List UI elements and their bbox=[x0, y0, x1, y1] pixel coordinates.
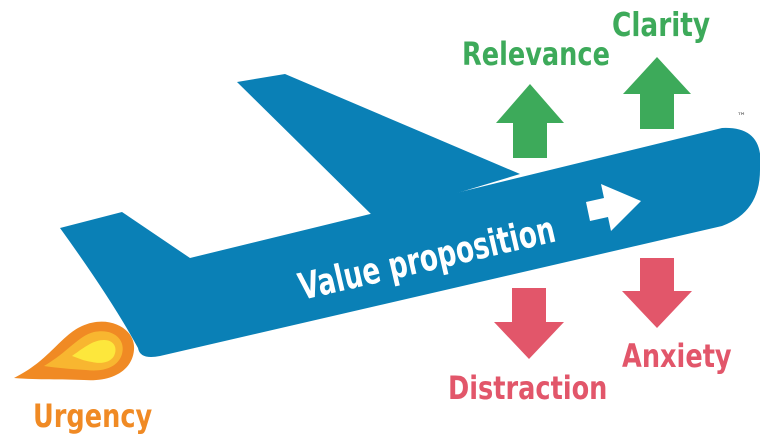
anxiety-label: Anxiety bbox=[622, 337, 732, 375]
airplane-wing bbox=[237, 74, 520, 218]
airplane-fuselage bbox=[60, 127, 760, 357]
arrow-up-icon bbox=[496, 84, 564, 158]
flame-icon bbox=[14, 321, 135, 381]
relevance-label: Relevance bbox=[462, 35, 610, 73]
urgency-label: Urgency bbox=[33, 397, 153, 435]
arrow-right-icon bbox=[586, 184, 641, 231]
arrow-up-icon bbox=[623, 57, 691, 129]
clarity-label: Clarity bbox=[612, 5, 711, 44]
trademark-symbol: ™ bbox=[737, 112, 746, 122]
flame-inner bbox=[72, 340, 116, 363]
distraction-label: Distraction bbox=[448, 369, 608, 407]
arrow-down-icon bbox=[494, 288, 564, 359]
arrow-down-icon bbox=[622, 258, 692, 328]
